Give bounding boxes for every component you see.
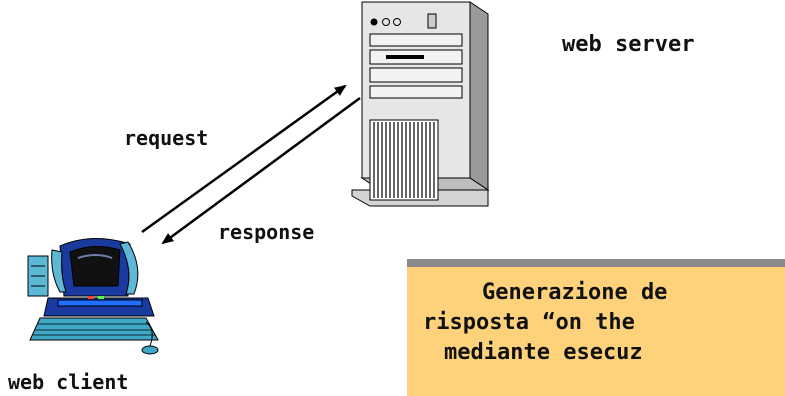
note-body: Generazione de risposta “on the mediante… <box>407 267 785 396</box>
web-client-label: web client <box>8 370 129 394</box>
note-shadow <box>407 259 785 269</box>
server-tower-icon <box>351 1 490 207</box>
note-line-3: mediante esecuz <box>444 340 643 365</box>
web-server-label: web server <box>562 32 695 57</box>
note-callout: Generazione de risposta “on the mediante… <box>407 259 785 396</box>
response-label: response <box>218 220 315 244</box>
request-label: request <box>124 126 209 150</box>
note-line-2: risposta “on the <box>423 310 635 335</box>
desktop-computer-icon <box>27 237 159 355</box>
response-arrow <box>161 96 361 245</box>
request-arrow <box>141 84 347 234</box>
note-line-1: Generazione de <box>482 280 668 305</box>
